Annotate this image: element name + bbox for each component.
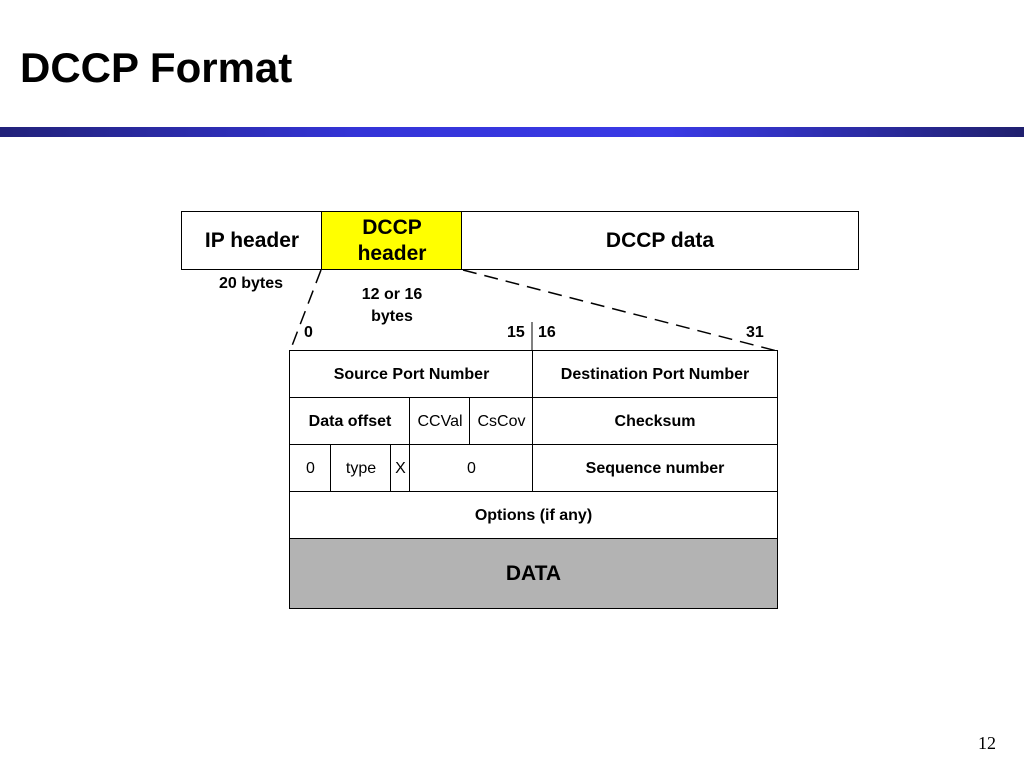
dccp-header-label-line1: DCCP	[362, 215, 422, 239]
title-underline-bar	[0, 127, 1024, 137]
bit-label-15: 15	[507, 324, 525, 341]
bit-label-16: 16	[538, 324, 556, 341]
type-field: type	[330, 444, 392, 493]
dccp-data-label: DCCP data	[605, 228, 715, 252]
left-dashed-line	[289, 269, 322, 352]
slide-title: DCCP Format	[20, 44, 293, 91]
dccp-header-label-line2: header	[357, 241, 427, 265]
ccval-field: CCVal	[409, 397, 471, 446]
ip-header-box: IP header	[181, 211, 323, 270]
dccp-size-label: 12 or 16 bytes	[361, 286, 423, 325]
page-number: 12	[978, 733, 996, 753]
reserved-field: 0	[409, 444, 534, 493]
sequence-number-field: Sequence number	[532, 444, 778, 493]
data-field: DATA	[289, 538, 778, 609]
res-field: 0	[289, 444, 332, 493]
right-dashed-line	[462, 269, 778, 352]
ip-header-label: IP header	[204, 228, 300, 252]
data-offset-field: Data offset	[289, 397, 411, 446]
dccp-data-box: DCCP data	[461, 211, 859, 270]
dccp-header-box: DCCP header	[321, 211, 463, 270]
cscov-field: CsCov	[469, 397, 534, 446]
bit-label-0: 0	[304, 324, 313, 341]
ip-size-label: 20 bytes	[218, 275, 284, 292]
bit-label-31: 31	[746, 324, 764, 341]
checksum-field: Checksum	[532, 397, 778, 446]
x-field: X	[390, 444, 411, 493]
source-port-field: Source Port Number	[289, 350, 534, 399]
options-field: Options (if any)	[289, 491, 778, 540]
destination-port-field: Destination Port Number	[532, 350, 778, 399]
